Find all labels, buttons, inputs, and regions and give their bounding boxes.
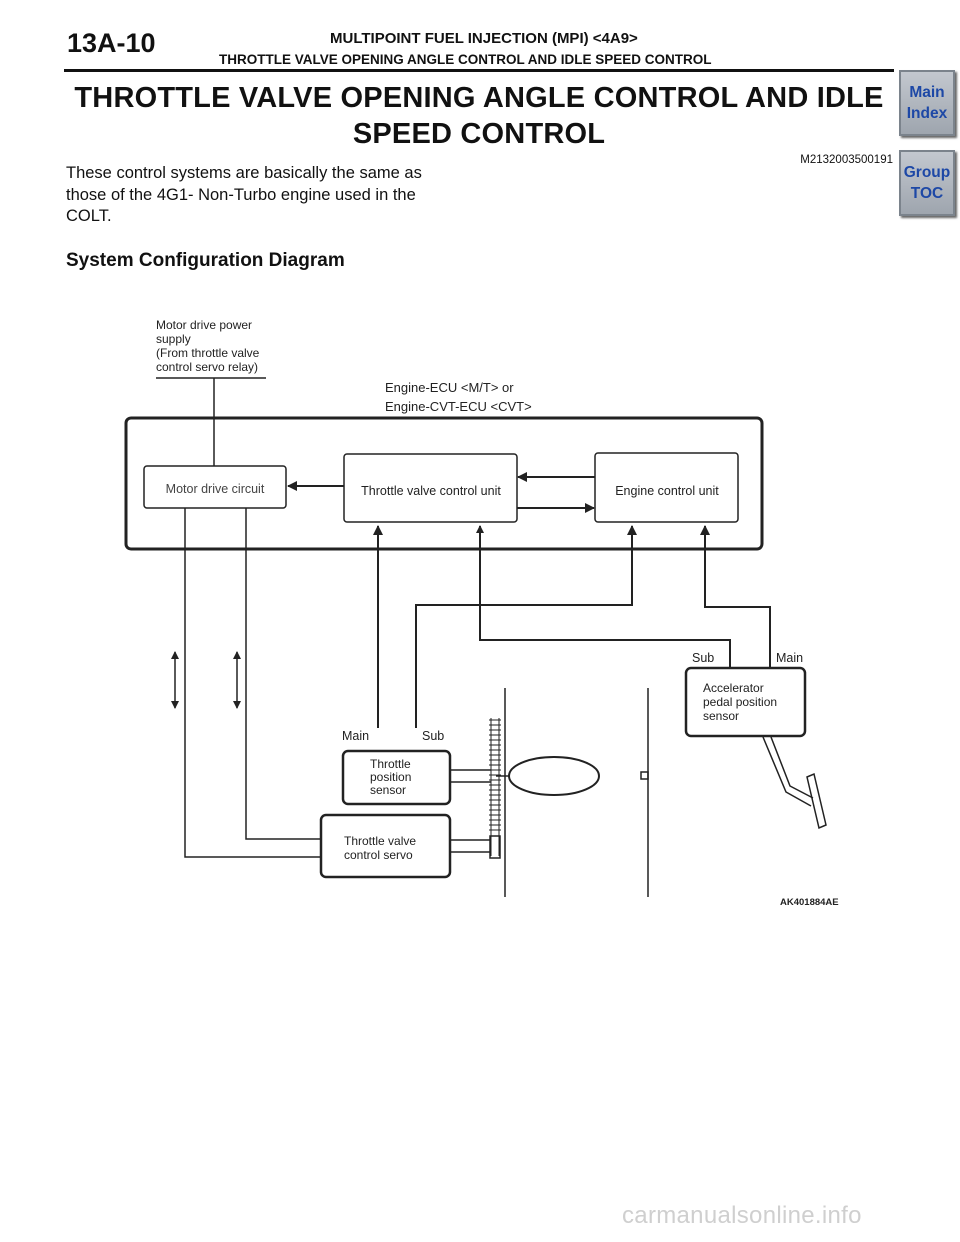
section-title: MULTIPOINT FUEL INJECTION (MPI) <4A9>: [330, 30, 638, 47]
pedal-arm-inner: [770, 736, 814, 799]
gear-teeth: [489, 719, 501, 831]
throttle-valve-plate: [508, 756, 600, 796]
ecu-enclosure: [124, 416, 764, 551]
apps-label-line2: pedal position: [703, 695, 777, 709]
watermark: carmanualsonline.info: [622, 1202, 862, 1229]
intro-paragraph: These control systems are basically the …: [66, 164, 422, 225]
motor-drive-circuit-label: Motor drive circuit: [166, 482, 265, 496]
group-toc-button[interactable]: Group TOC: [899, 150, 955, 216]
tps-label-line2: position: [370, 770, 411, 784]
document-id: M2132003500191: [800, 154, 893, 166]
group-toc-label-line2: TOC: [910, 185, 944, 202]
servo-label-line1: Throttle valve: [344, 834, 416, 848]
page-title: THROTTLE VALVE OPENING ANGLE CONTROL AND…: [64, 80, 894, 152]
throttle-valve-control-unit-box: [343, 453, 518, 523]
motor-wire-2: [245, 508, 321, 840]
pedal-arm-outer: [762, 736, 812, 807]
apps-main-wire: [700, 525, 771, 668]
servo-gear-block: [489, 835, 501, 859]
servo-label-line2: control servo: [344, 848, 413, 862]
header-rule: [64, 69, 894, 72]
tps-label-line3: sensor: [370, 783, 406, 797]
accelerator-pedal-position-sensor-label: Accelerator pedal position sensor: [703, 681, 777, 723]
engine-control-unit-box: [594, 452, 739, 523]
page-title-line2: SPEED CONTROL: [352, 118, 606, 150]
group-toc-label-line1: Group: [903, 164, 951, 181]
engine-control-unit-label: Engine control unit: [615, 484, 719, 498]
apps-label-line3: sensor: [703, 709, 739, 723]
gear-column: [490, 718, 500, 856]
apps-sub-wire: [476, 525, 731, 668]
accelerator-pedal-position-sensor-box: [684, 666, 807, 738]
accelerator-pedal-pad: [806, 772, 827, 830]
main-index-label-line2: Index: [906, 105, 948, 122]
motor-wire-1: [184, 508, 321, 858]
main-index-button[interactable]: Main Index: [899, 70, 955, 136]
throttle-shaft-end: [640, 771, 649, 780]
ecu-label-line1: Engine-ECU <M/T> or: [385, 380, 514, 395]
apps-main-label: Main: [776, 651, 803, 665]
throttle-valve-control-servo-box: [319, 813, 452, 879]
main-index-label-line1: Main: [909, 84, 945, 101]
throttle-valve-control-servo-label: Throttle valve control servo: [344, 834, 416, 862]
tps-sub-wire: [415, 525, 637, 728]
page-title-line1: THROTTLE VALVE OPENING ANGLE CONTROL AND…: [74, 82, 884, 114]
throttle-valve-control-unit-label: Throttle valve control unit: [361, 484, 501, 498]
power-supply-line1: Motor drive power: [156, 318, 252, 332]
page-number: 13A-10: [67, 28, 156, 58]
apps-label-line1: Accelerator: [703, 681, 764, 695]
power-supply-line2: supply: [156, 332, 191, 346]
throttle-position-sensor-box: [341, 749, 452, 806]
apps-sub-label: Sub: [692, 651, 714, 665]
throttle-position-sensor-label: Throttle position sensor: [370, 757, 411, 797]
ecu-label: Engine-ECU <M/T> or Engine-CVT-ECU <CVT>: [385, 380, 532, 414]
power-supply-line3: (From throttle valve: [156, 346, 260, 360]
figure-code: AK401884AE: [780, 897, 839, 908]
subsection-title: THROTTLE VALVE OPENING ANGLE CONTROL AND…: [219, 52, 712, 67]
diagram-heading: System Configuration Diagram: [66, 250, 345, 271]
motor-drive-circuit-box: [143, 465, 287, 509]
tps-main-label: Main: [342, 729, 369, 743]
power-supply-line4: control servo relay): [156, 360, 258, 374]
power-supply-label: Motor drive power supply (From throttle …: [156, 318, 260, 374]
ecu-label-line2: Engine-CVT-ECU <CVT>: [385, 399, 532, 414]
tps-sub-label: Sub: [422, 729, 444, 743]
tps-label-line1: Throttle: [370, 757, 411, 771]
